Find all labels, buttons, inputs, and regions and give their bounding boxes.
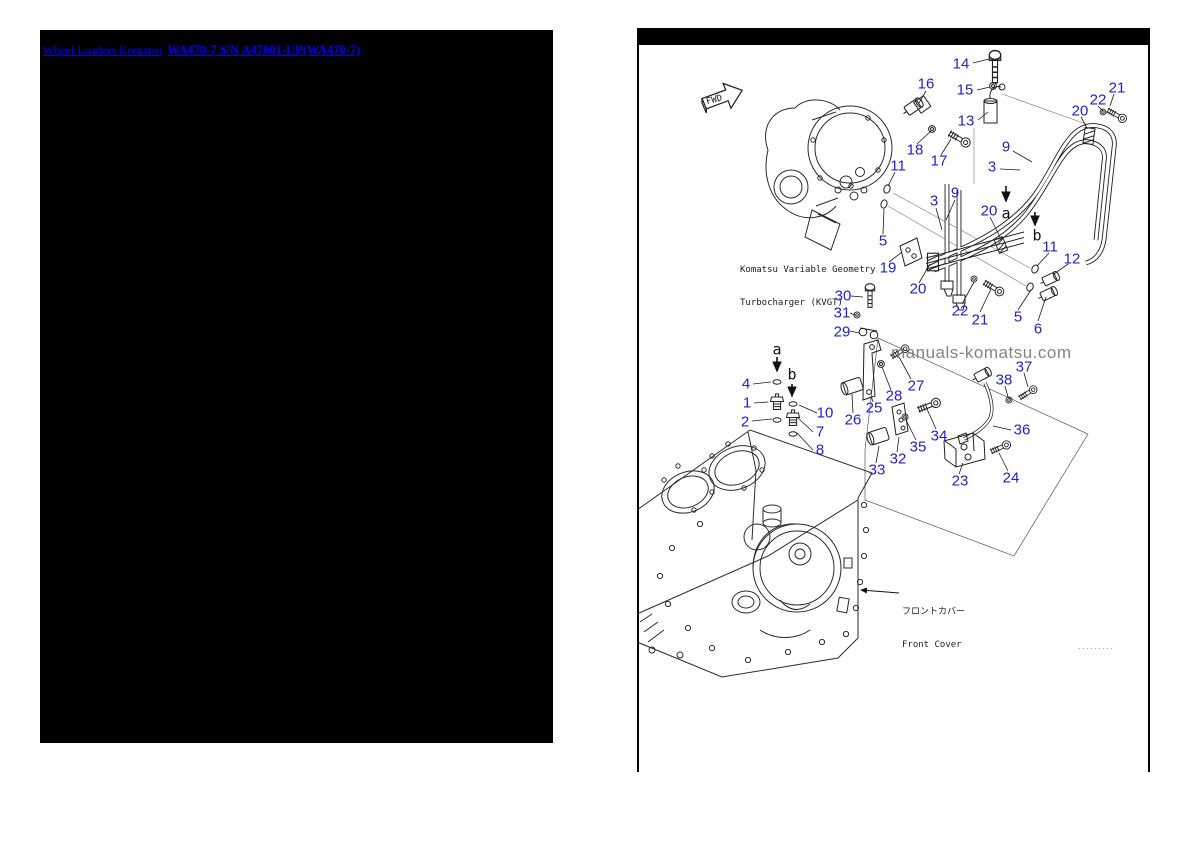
link-wheel-loaders-komatsu[interactable]: Wheel Loaders Komatsu — [43, 43, 163, 57]
left-dark-page: Wheel Loaders Komatsu WA470-7 S/N A47001-… — [40, 30, 553, 743]
watermark: manuals-komatsu.com — [891, 343, 1072, 362]
front-cover-label-jp: フロントカバー — [902, 607, 966, 617]
link-model-wa470-7[interactable]: WA470-7 S/N A47001-UP(WA470-7) — [167, 43, 361, 57]
turbo-caption-line2: Turbocharger (KVGT) — [740, 298, 843, 308]
turbo-caption: Komatsu Variable Geometry Turbocharger (… — [740, 243, 875, 331]
parts-diagram-sheet — [637, 28, 1150, 772]
turbo-caption-line1: Komatsu Variable Geometry — [740, 265, 876, 275]
front-cover-caption: フロントカバー Front Cover — [902, 585, 965, 673]
breadcrumb: Wheel Loaders Komatsu WA470-7 S/N A47001-… — [43, 43, 360, 58]
dotted-placeholder: ......... — [1078, 641, 1115, 651]
front-cover-label-en: Front Cover — [902, 640, 962, 650]
sheet-top-bar — [637, 28, 1150, 45]
